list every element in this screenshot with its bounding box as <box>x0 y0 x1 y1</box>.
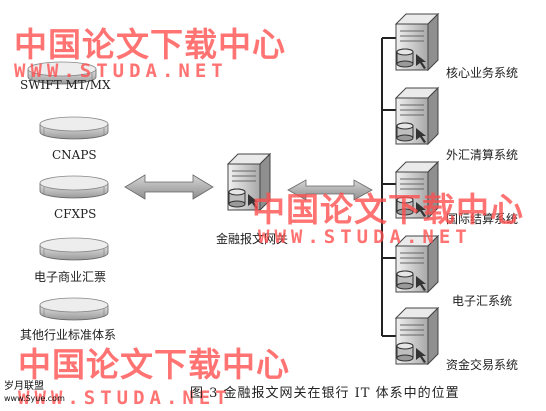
watermark-cn-middle: 中国论文下载中心 <box>252 190 524 229</box>
disc-icon-cnaps <box>39 116 109 140</box>
label-cfxps: CFXPS <box>54 207 97 221</box>
label-core-business: 核心业务系统 <box>446 66 519 80</box>
disc-icon-other-standards <box>39 297 109 321</box>
label-other-standards: 其他行业标准体系 <box>20 328 117 342</box>
watermark-cn-top: 中国论文下载中心 <box>14 25 286 64</box>
server-icon-forex-clearing <box>395 87 439 145</box>
site-logo: 岁月联盟 www.Syue.com <box>4 381 65 405</box>
server-icon-fund-trading <box>395 307 439 365</box>
label-ecommerce-bill: 电子商业汇票 <box>34 270 107 284</box>
label-gateway: 金融报文网关 <box>216 232 289 246</box>
figure-caption: 图 3 金融报文网关在银行 IT 体系中的位置 <box>190 386 460 401</box>
logo-url: www.Syue.com <box>4 394 65 403</box>
disc-icon-cfxps <box>39 175 109 199</box>
label-electronic-remit: 电子汇系统 <box>452 294 513 308</box>
arrow-icon-left-gateway <box>124 174 214 200</box>
disc-icon-ecommerce-bill <box>39 237 109 261</box>
watermark-url-middle: WWW.STUDA.NET <box>258 226 472 248</box>
server-icon-core-business <box>395 13 439 71</box>
label-fund-trading: 资金交易系统 <box>446 358 519 372</box>
watermark-cn-bottom: 中国论文下载中心 <box>18 345 290 384</box>
label-forex-clearing: 外汇清算系统 <box>446 148 519 162</box>
label-swift: SWIFT MT/MX <box>20 78 111 92</box>
label-intl-settlement: 国际结算系统 <box>446 212 519 226</box>
logo-name: 岁月联盟 <box>4 381 44 392</box>
label-cnaps: CNAPS <box>52 148 97 162</box>
watermark-url-bottom: WWW.STUDA.NET <box>18 387 232 409</box>
bus-line <box>381 37 396 337</box>
watermark-url-top: WWW.STUDA.NET <box>14 60 228 82</box>
arrow-icon-gateway-bus <box>287 179 373 201</box>
